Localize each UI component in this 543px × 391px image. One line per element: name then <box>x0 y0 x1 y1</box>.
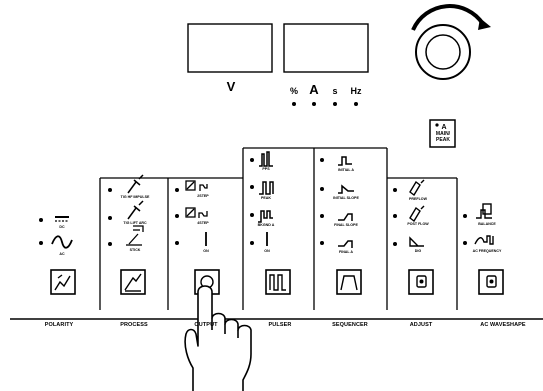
section-label-ac-waveshape: AC WAVESHAPE <box>480 323 525 329</box>
pulser-button[interactable] <box>266 270 290 294</box>
section-label-sequencer: SEQUENCER <box>332 323 368 329</box>
option-label: INITIAL A <box>338 169 354 173</box>
dig-icon <box>410 238 424 246</box>
ac-sine-icon <box>52 236 72 248</box>
background-pulse-icon <box>258 211 273 222</box>
polarity-button[interactable] <box>51 270 75 294</box>
option-label: AC FREQUENCY <box>473 250 502 254</box>
encoder-knob-icon[interactable] <box>413 6 491 79</box>
amperage-display <box>284 24 368 72</box>
main-peak-line3: PEAK <box>431 138 455 143</box>
option-label: DC <box>59 226 64 230</box>
initial-a-icon <box>338 157 352 165</box>
option-label: INITIAL SLOPE <box>333 197 359 201</box>
option-label: BKGND A <box>258 224 275 228</box>
option-label: PPS <box>262 168 269 172</box>
option-label: AC <box>59 253 64 257</box>
hertz-unit-label: Hz <box>351 87 362 96</box>
option-label: STICK <box>130 249 141 253</box>
hz-indicator <box>354 102 358 106</box>
ac-waveshape-button[interactable] <box>479 270 503 294</box>
final-a-icon <box>338 241 352 248</box>
a-indicator <box>312 102 316 106</box>
pps-pulse-icon <box>259 152 273 166</box>
option-label: 2STEP <box>197 195 208 199</box>
option-label: ON <box>203 250 208 254</box>
option-label: POST FLOW <box>407 223 428 227</box>
pct-indicator <box>292 102 296 106</box>
indicator-leds <box>39 158 467 246</box>
main-peak-a-label: A <box>434 124 454 131</box>
s-indicator <box>333 102 337 106</box>
adjust-button[interactable] <box>409 270 433 294</box>
option-label: FINAL A <box>339 251 353 255</box>
balance-icon <box>476 204 492 218</box>
option-label: FINAL SLOPE <box>334 224 358 228</box>
ac-frequency-icon <box>475 236 493 244</box>
stick-electrode-icon <box>126 226 143 245</box>
dc-icon <box>55 217 69 221</box>
option-label: BALANCE <box>478 223 496 227</box>
amps-unit-label: A <box>309 83 318 96</box>
volts-unit-label: V <box>227 80 236 93</box>
preflow-icon <box>410 180 424 195</box>
option-label: ON <box>264 250 269 254</box>
option-label: TIG LIFT ARC <box>123 222 146 226</box>
final-slope-icon <box>338 214 352 221</box>
section-label-polarity: POLARITY <box>45 323 74 329</box>
percent-unit-label: % <box>290 87 298 96</box>
output-2step-icon <box>186 181 207 191</box>
postflow-icon <box>410 206 424 221</box>
option-label: 4STEP <box>197 222 208 226</box>
option-label: PREFLOW <box>409 198 427 202</box>
pointing-hand-icon <box>185 286 251 391</box>
initial-slope-icon <box>338 186 354 193</box>
sequencer-button[interactable] <box>337 270 361 294</box>
option-label: PEAK <box>261 197 271 201</box>
option-label: DIG <box>415 250 421 254</box>
process-button[interactable] <box>121 270 145 294</box>
section-label-adjust: ADJUST <box>410 323 433 329</box>
section-label-process: PROCESS <box>120 323 148 329</box>
seconds-unit-label: s <box>332 87 337 96</box>
output-4step-icon <box>186 208 207 218</box>
voltage-display <box>188 24 272 72</box>
peak-pulse-icon <box>259 182 273 194</box>
section-label-pulser: PULSER <box>269 323 292 329</box>
tig-lift-torch-icon <box>128 201 143 219</box>
option-label: TIG HF IMPULSE <box>121 196 150 200</box>
section-label-output: OUTPUT <box>194 323 217 329</box>
